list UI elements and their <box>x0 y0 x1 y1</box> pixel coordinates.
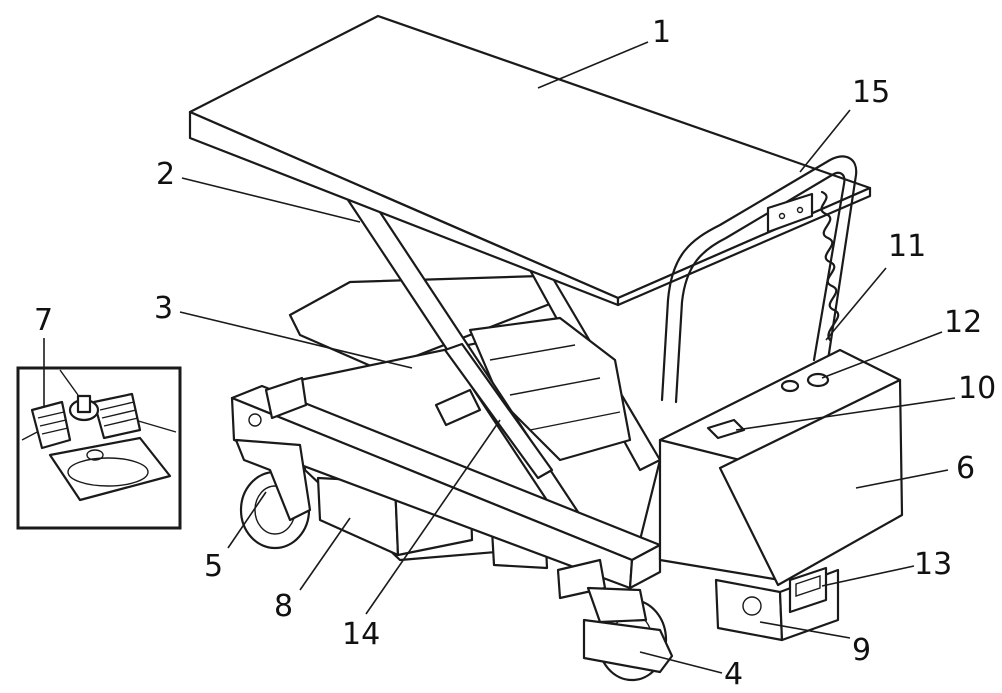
power-switch <box>706 418 746 440</box>
callout-3: 3 <box>154 291 173 326</box>
leader-1 <box>537 41 649 89</box>
callout-15: 15 <box>852 75 890 110</box>
leader-13 <box>821 565 915 587</box>
leader-6 <box>855 469 949 489</box>
callout-labels: 1 2 3 4 5 6 7 8 9 10 11 12 13 14 15 <box>34 15 996 692</box>
leader-9 <box>759 621 851 639</box>
callout-9: 9 <box>852 633 871 668</box>
callout-11: 11 <box>888 229 926 264</box>
hydraulic-cylinder <box>443 342 554 480</box>
callout-7: 7 <box>34 303 53 338</box>
push-handle <box>660 155 858 404</box>
callout-1: 1 <box>652 15 671 50</box>
charger-unit <box>714 578 784 642</box>
leader-3 <box>179 311 413 369</box>
callout-10: 10 <box>958 371 996 406</box>
swivel-castor <box>234 438 312 550</box>
platform <box>188 14 872 307</box>
leader-12 <box>821 331 943 379</box>
button-12 <box>806 372 830 388</box>
leader-10 <box>735 397 956 431</box>
control-box <box>658 348 904 642</box>
front-beam <box>230 376 662 600</box>
callout-12: 12 <box>944 305 982 340</box>
leader-14 <box>365 419 501 615</box>
front-castor <box>582 586 674 682</box>
leader-11 <box>825 267 887 341</box>
callout-2: 2 <box>156 157 175 192</box>
callout-13: 13 <box>914 547 952 582</box>
inset-detail <box>16 366 182 530</box>
callout-4: 4 <box>724 657 743 692</box>
leader-8 <box>299 517 351 591</box>
leader-2 <box>181 177 361 223</box>
callout-8: 8 <box>274 589 293 624</box>
callout-14: 14 <box>342 617 380 652</box>
display-13 <box>788 566 828 614</box>
callout-5: 5 <box>204 549 223 584</box>
leader-5 <box>227 491 267 549</box>
leader-4 <box>639 651 723 674</box>
leader-lines <box>43 41 956 674</box>
callout-6: 6 <box>956 451 975 486</box>
leader-15 <box>799 109 851 173</box>
